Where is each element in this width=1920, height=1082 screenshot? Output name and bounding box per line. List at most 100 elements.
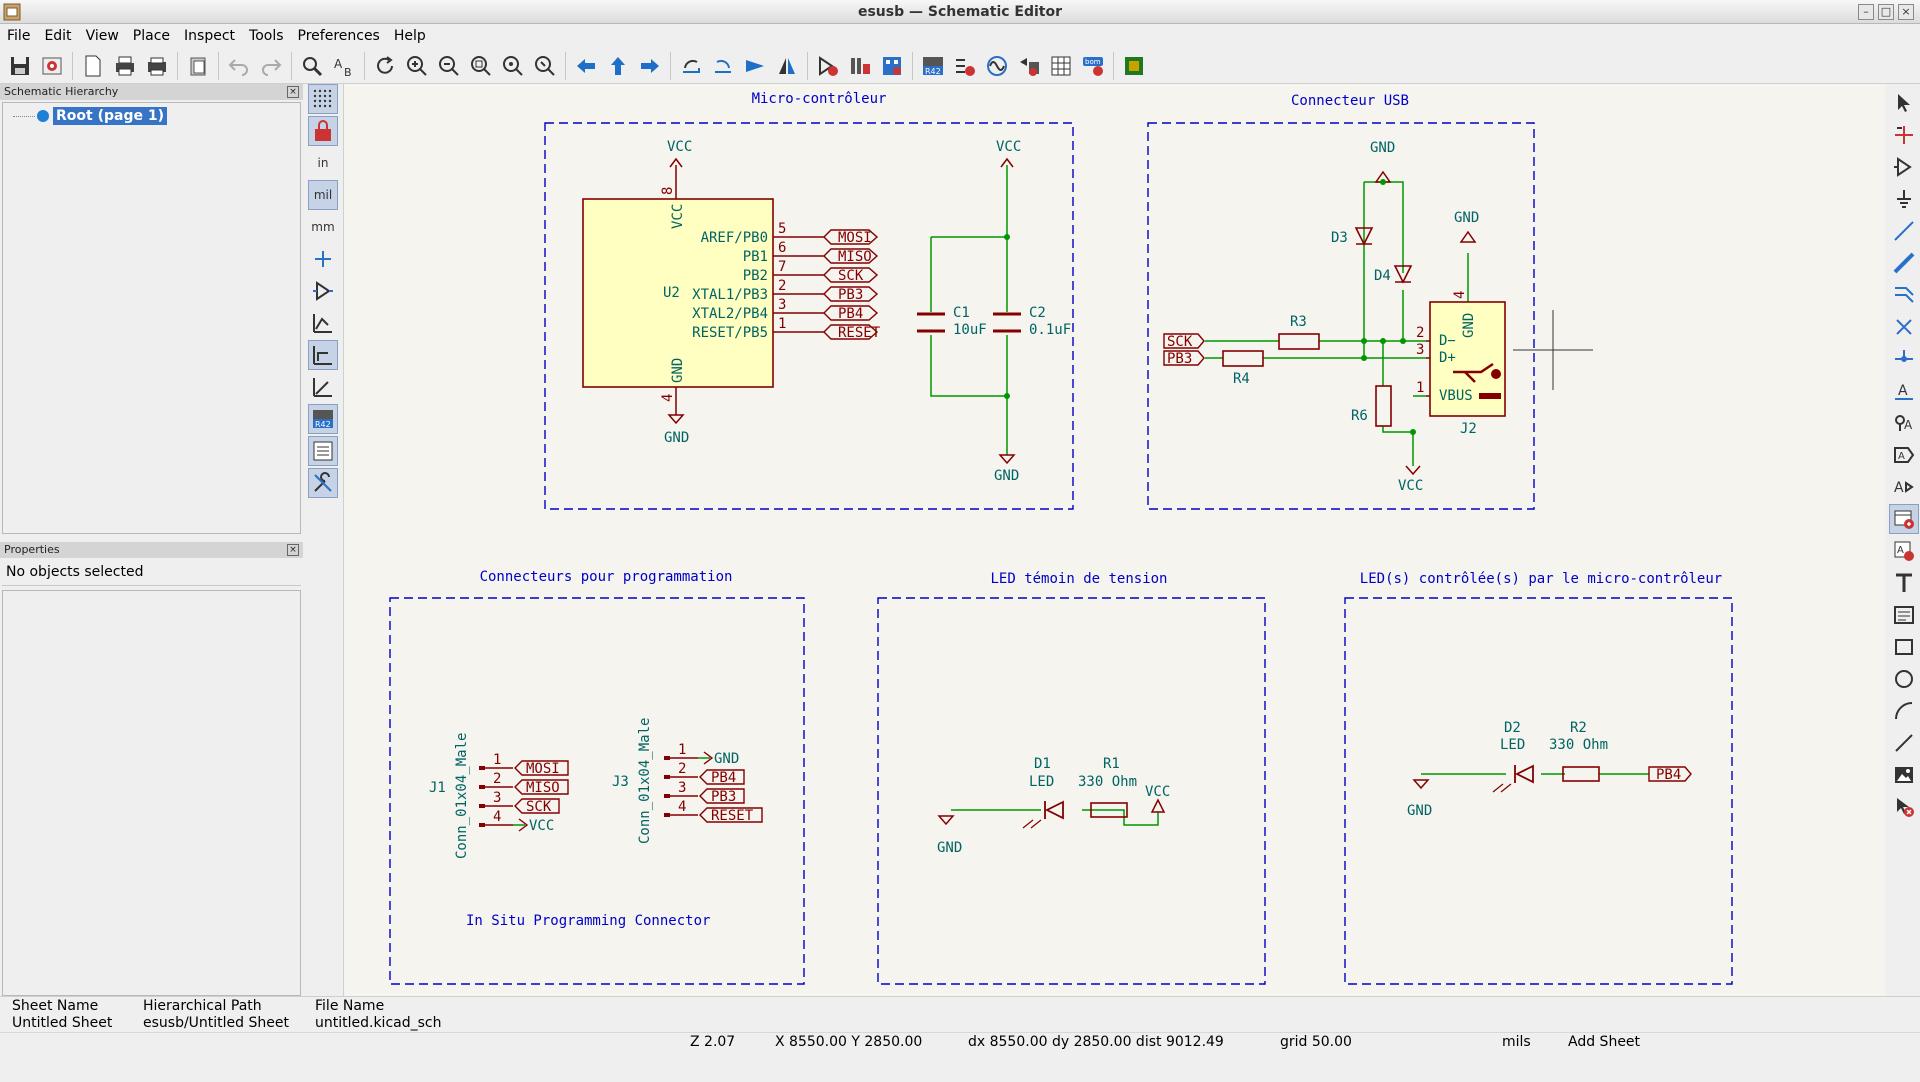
add-power-icon[interactable] (1889, 184, 1919, 214)
annotate-icon[interactable]: R42 (917, 50, 949, 82)
led-mcu-group[interactable]: PB4 D2 LED R2 330 Ohm GND (1407, 720, 1692, 819)
select-arrow-icon[interactable] (1889, 88, 1919, 118)
mirror-vertical-icon[interactable] (739, 50, 771, 82)
symbol-editor-icon[interactable] (812, 50, 844, 82)
save-icon[interactable] (4, 50, 36, 82)
line-mode-free-icon[interactable] (308, 308, 338, 338)
add-rectangle-icon[interactable] (1889, 632, 1919, 662)
close-window-button[interactable]: × (1898, 4, 1914, 20)
menu-place[interactable]: Place (132, 28, 171, 44)
highlight-net-icon[interactable] (1889, 120, 1919, 150)
maximize-button[interactable]: □ (1878, 4, 1894, 20)
simulator-icon[interactable] (981, 50, 1013, 82)
add-hier-label-icon[interactable]: A (1889, 472, 1919, 502)
grid-toggle-icon[interactable] (308, 84, 338, 114)
cursor-style-icon[interactable] (308, 244, 338, 274)
properties-toggle-icon[interactable] (308, 468, 338, 498)
zoom-selection-icon[interactable] (529, 50, 561, 82)
erc-icon[interactable] (949, 50, 981, 82)
paste-icon[interactable] (182, 50, 214, 82)
line-mode-45-icon[interactable] (308, 372, 338, 402)
tree-item-root-label[interactable]: Root (page 1) (53, 107, 167, 125)
zoom-out-icon[interactable] (433, 50, 465, 82)
add-no-connect-icon[interactable] (1889, 312, 1919, 342)
line-mode-90-icon[interactable] (308, 340, 338, 370)
footprint-editor-icon[interactable] (876, 50, 908, 82)
units-inches-button[interactable]: in (317, 156, 329, 170)
add-bus-icon[interactable] (1889, 248, 1919, 278)
close-icon[interactable]: × (287, 86, 299, 98)
close-icon[interactable]: × (287, 544, 299, 556)
units-mm-button[interactable]: mm (311, 220, 335, 234)
schematic-canvas[interactable]: Micro-contrôleur Connecteur USB Connecte… (343, 84, 1885, 996)
menu-inspect[interactable]: Inspect (184, 28, 236, 44)
add-circle-icon[interactable] (1889, 664, 1919, 694)
add-global-label-icon[interactable]: A (1889, 440, 1919, 470)
generate-bom-icon[interactable]: bom (1077, 50, 1109, 82)
open-pcb-editor-icon[interactable] (1118, 50, 1150, 82)
usb-section[interactable]: SCK PB3 2 3 1 4 D− D+ VBUS GND D3 D4 R3 … (1163, 140, 1506, 494)
undo-icon[interactable] (223, 50, 255, 82)
page-settings-icon[interactable] (77, 50, 109, 82)
minimize-button[interactable]: – (1858, 4, 1874, 20)
hidden-pins-icon[interactable] (308, 276, 338, 306)
rotate-ccw-icon[interactable] (675, 50, 707, 82)
add-symbol-icon[interactable] (1889, 152, 1919, 182)
navigate-up-icon[interactable] (602, 50, 634, 82)
redo-icon[interactable] (255, 50, 287, 82)
plot-icon[interactable] (141, 50, 173, 82)
caps-group[interactable]: C1 10uF C2 0.1uF VCC GND (917, 139, 1071, 484)
menu-view[interactable]: View (85, 28, 119, 44)
add-wire-icon[interactable] (1889, 216, 1919, 246)
zoom-fit-icon[interactable] (465, 50, 497, 82)
print-icon[interactable] (109, 50, 141, 82)
navigate-forward-icon[interactable] (634, 50, 666, 82)
schematic-setup-icon[interactable] (36, 50, 68, 82)
menu-help[interactable]: Help (393, 28, 426, 44)
refresh-icon[interactable] (369, 50, 401, 82)
rotate-cw-icon[interactable] (707, 50, 739, 82)
menu-file[interactable]: File (7, 28, 31, 44)
menu-tools[interactable]: Tools (249, 28, 284, 44)
mirror-horizontal-icon[interactable] (771, 50, 803, 82)
tree-item-root[interactable]: Root (page 1) (13, 107, 167, 125)
delete-tool-icon[interactable] (1889, 792, 1919, 822)
zoom-objects-icon[interactable] (497, 50, 529, 82)
grid-overrides-icon[interactable] (308, 116, 338, 146)
add-netclass-icon[interactable]: A (1889, 408, 1919, 438)
menu-preferences[interactable]: Preferences (297, 28, 380, 44)
symbol-library-icon[interactable] (844, 50, 876, 82)
zoom-in-icon[interactable] (401, 50, 433, 82)
add-sheet-icon[interactable] (1888, 504, 1919, 534)
add-junction-icon[interactable] (1889, 344, 1919, 374)
units-mils-button[interactable]: mil (308, 180, 338, 210)
navigate-back-icon[interactable] (570, 50, 602, 82)
add-label-icon[interactable]: A (1889, 376, 1919, 406)
find-icon[interactable] (296, 50, 328, 82)
add-line-icon[interactable] (1889, 728, 1919, 758)
bom-table-icon[interactable] (1045, 50, 1077, 82)
led-power-group[interactable]: D1 LED R1 330 Ohm VCC GND (937, 756, 1170, 856)
add-textbox-icon[interactable] (1889, 600, 1919, 630)
assign-footprints-icon[interactable] (1013, 50, 1045, 82)
add-arc-icon[interactable] (1889, 696, 1919, 726)
add-bus-entry-icon[interactable] (1889, 280, 1919, 310)
add-image-icon[interactable] (1889, 760, 1919, 790)
hierarchy-navigator-icon[interactable] (308, 436, 338, 466)
